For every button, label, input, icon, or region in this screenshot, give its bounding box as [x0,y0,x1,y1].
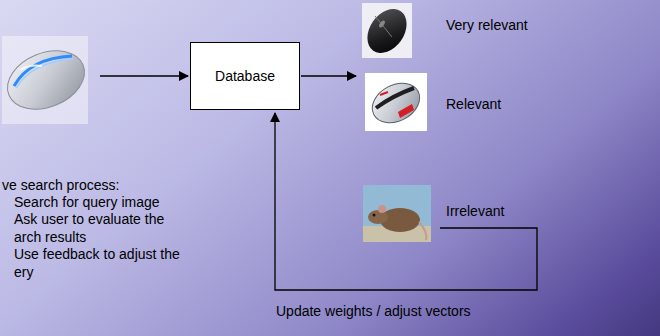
red-accent [380,92,388,95]
image-ground [365,73,427,131]
scroll-wheel [378,20,386,29]
black-panel [376,88,414,108]
relevance-label: Irrelevant [446,203,504,221]
relevance-label: Relevant [446,96,501,114]
process-step: Search for query image [14,194,160,212]
process-step: Ask user to evaluate the arch results [14,211,189,246]
process-step: Use feedback to adjust the ery [14,246,189,281]
feedback-arrow [275,113,537,290]
process-heading: ve search process: [2,177,120,195]
black-mouse-image [359,2,414,61]
rat-eye [373,214,376,217]
box-label: Database [215,68,275,84]
gaming-mouse-image [365,73,427,131]
query-mouse-image [0,36,93,124]
mouse-body [359,2,414,61]
database-box: Database [190,42,300,110]
mouse-body [0,40,93,120]
highlight [20,66,42,71]
blue-light-glow [16,59,73,88]
rat-head [368,210,388,224]
rat-tail [419,222,426,240]
query-arrow [100,75,188,76]
result-arrow [301,75,356,76]
relevance-label: Very relevant [446,17,528,35]
rat-photo [363,185,431,242]
button-split [375,16,392,37]
feedback-label: Update weights / adjust vectors [276,303,471,321]
red-accent [398,104,414,118]
mouse-body [365,75,426,130]
rat-ear [378,205,386,213]
photo-ground [363,185,431,242]
